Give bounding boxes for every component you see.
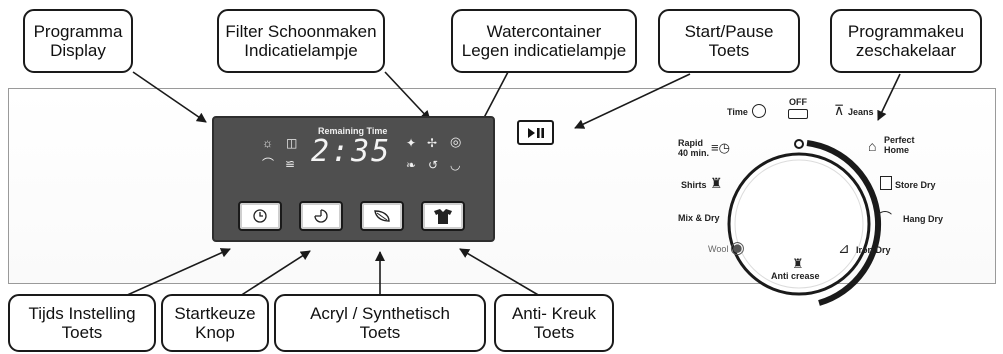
callout-line2: Toets — [61, 323, 103, 342]
callout-line1: Tijds Instelling — [28, 304, 136, 323]
callout-line1: Watercontainer — [486, 22, 602, 41]
callout-time-setting: Tijds Instelling Toets — [8, 294, 156, 352]
callout-line1: Startkeuze — [174, 304, 256, 323]
callout-anti-crease: Anti- Kreuk Toets — [494, 294, 614, 352]
remaining-time-label: Remaining Time — [318, 126, 388, 136]
callout-line1: Filter Schoonmaken — [225, 22, 377, 41]
arrow-program-switch — [877, 73, 901, 121]
dial-label-store-dry: Store Dry — [895, 180, 936, 190]
dial-label-perfect-home-1: Perfect — [884, 135, 915, 145]
arrow-start-choice — [239, 250, 311, 297]
home-icon: ⌂ — [868, 138, 877, 154]
anti-crease-button[interactable] — [421, 201, 465, 231]
dial-label-rapid-1: Rapid — [678, 138, 704, 148]
iron-icon: ≌ — [285, 157, 296, 171]
callout-line2: zeschakelaar — [855, 41, 957, 60]
time-readout: 2:35 — [311, 134, 392, 169]
callout-line1: Anti- Kreuk — [511, 304, 597, 323]
wool-icon: ◉ — [730, 238, 745, 257]
dial-label-anti-crease: Anti crease — [771, 271, 820, 281]
dial-label-wool: Wool — [708, 244, 729, 254]
shirt-icon: ✦ — [406, 136, 417, 150]
rapid-icon: ≡◷ — [711, 140, 730, 155]
arrow-start-pause — [574, 73, 691, 129]
start-pause-button[interactable] — [517, 120, 554, 145]
dial-label-time: Time — [727, 107, 748, 117]
callout-water-lamp: Watercontainer Legen indicatielampje — [451, 9, 637, 73]
hanger-icon: ⌒ — [878, 210, 892, 226]
store-dry-icon — [880, 176, 892, 190]
dial-label-jeans: Jeans — [848, 107, 874, 117]
dial-label-off: OFF — [789, 97, 807, 107]
callout-line2: Knop — [195, 323, 235, 342]
callout-line1: Start/Pause — [684, 22, 774, 41]
callout-line2: Legen indicatielampje — [461, 41, 627, 60]
callout-line1: Programmakeu — [847, 22, 965, 41]
dial-label-perfect-home-2: Home — [884, 145, 910, 155]
start-choice-button[interactable] — [299, 201, 343, 231]
dial-label-mix-dry: Mix & Dry — [678, 213, 720, 223]
arrow-time-setting — [124, 248, 231, 297]
leaf-icon — [374, 210, 390, 222]
callout-program-switch: Programmakeu zeschakelaar — [830, 9, 982, 73]
callout-line1: Acryl / Synthetisch — [310, 304, 450, 323]
play-pause-icon — [527, 127, 544, 138]
cycle-icon: ↺ — [428, 158, 439, 172]
arrow-programma-display — [132, 71, 207, 123]
jeans-icon: ⊼ — [834, 102, 845, 118]
callout-programma-display: Programma Display — [23, 9, 133, 73]
dial-label-iron-dry: Iron Dry — [856, 245, 891, 255]
dial-label-hang-dry: Hang Dry — [903, 214, 944, 224]
clock-icon — [253, 209, 267, 223]
callout-line2: Toets — [533, 323, 575, 342]
arrow-filter-lamp — [384, 71, 431, 121]
acryl-synthetic-button[interactable] — [360, 201, 404, 231]
cabinet-icon: ◫ — [286, 136, 298, 150]
arrow-anti-crease — [459, 248, 541, 297]
fan-icon: ✢ — [427, 136, 438, 150]
delay-start-icon — [314, 209, 328, 223]
sun-icon: ☼ — [262, 136, 273, 150]
callout-line2: Toets — [359, 323, 401, 342]
timer-icon — [752, 104, 766, 118]
callout-start-pause: Start/Pause Toets — [658, 9, 800, 73]
callout-start-choice: Startkeuze Knop — [161, 294, 269, 352]
callout-line2: Toets — [708, 41, 750, 60]
filter-icon: ◎ — [450, 134, 462, 149]
hanger-icon: ⌒ — [262, 157, 275, 171]
dial-label-rapid-2: 40 min. — [678, 148, 710, 158]
shirt-icon: ♜ — [710, 175, 723, 191]
iron-icon: ⊿ — [838, 240, 850, 256]
time-setting-button[interactable] — [238, 201, 282, 231]
callout-line2: Display — [50, 41, 106, 60]
callout-acryl: Acryl / Synthetisch Toets — [274, 294, 486, 352]
dial-label-shirts: Shirts — [681, 180, 707, 190]
off-marker — [788, 109, 808, 119]
program-selector-dial[interactable] — [699, 124, 899, 324]
anti-crease-icon: ♜ — [792, 256, 804, 271]
callout-line1: Programma — [33, 22, 123, 41]
callout-line2: Indicatielampje — [244, 41, 358, 60]
anti-crease-icon — [434, 209, 452, 224]
leaf-icon: ❧ — [406, 158, 417, 172]
callout-filter-lamp: Filter Schoonmaken Indicatielampje — [217, 9, 385, 73]
water-container-icon: ◡ — [450, 158, 461, 172]
